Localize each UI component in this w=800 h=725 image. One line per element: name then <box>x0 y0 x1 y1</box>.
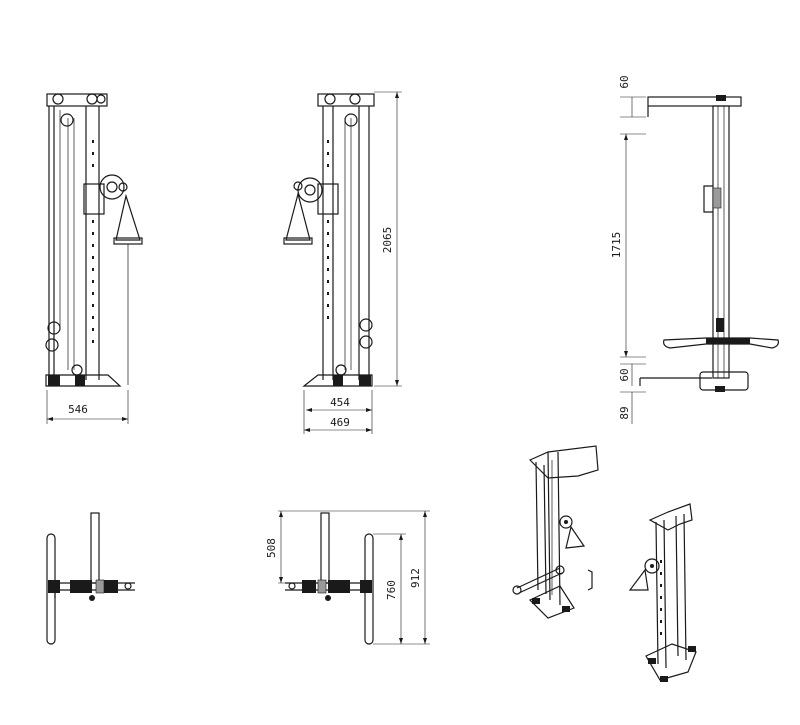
front-elevation-drawing: 546 <box>45 93 143 424</box>
dim-top-arm: 760 <box>385 580 398 600</box>
isometric-view-1 <box>512 445 599 619</box>
rear-elevation-drawing: 60 1715 60 89 <box>610 75 779 424</box>
top-view-right-drawing: 508 760 912 <box>265 510 430 645</box>
dim-rear-low-offset: 60 <box>618 368 631 381</box>
dim-side-outer-base: 469 <box>330 416 350 429</box>
dim-top-depth: 508 <box>265 538 278 558</box>
dim-front-base-width: 546 <box>68 403 88 416</box>
dim-top-total: 912 <box>409 568 422 588</box>
top-view-left-drawing <box>46 512 135 645</box>
isometric-view-2 <box>628 503 697 682</box>
side-elevation-drawing: 2065 454 469 <box>283 91 402 434</box>
dim-rear-top-offset: 60 <box>618 75 631 88</box>
dim-side-height: 2065 <box>381 227 394 254</box>
dim-rear-base-offset: 89 <box>618 406 631 419</box>
dim-side-inner-base: 454 <box>330 396 350 409</box>
dim-rear-mid-height: 1715 <box>610 232 623 259</box>
